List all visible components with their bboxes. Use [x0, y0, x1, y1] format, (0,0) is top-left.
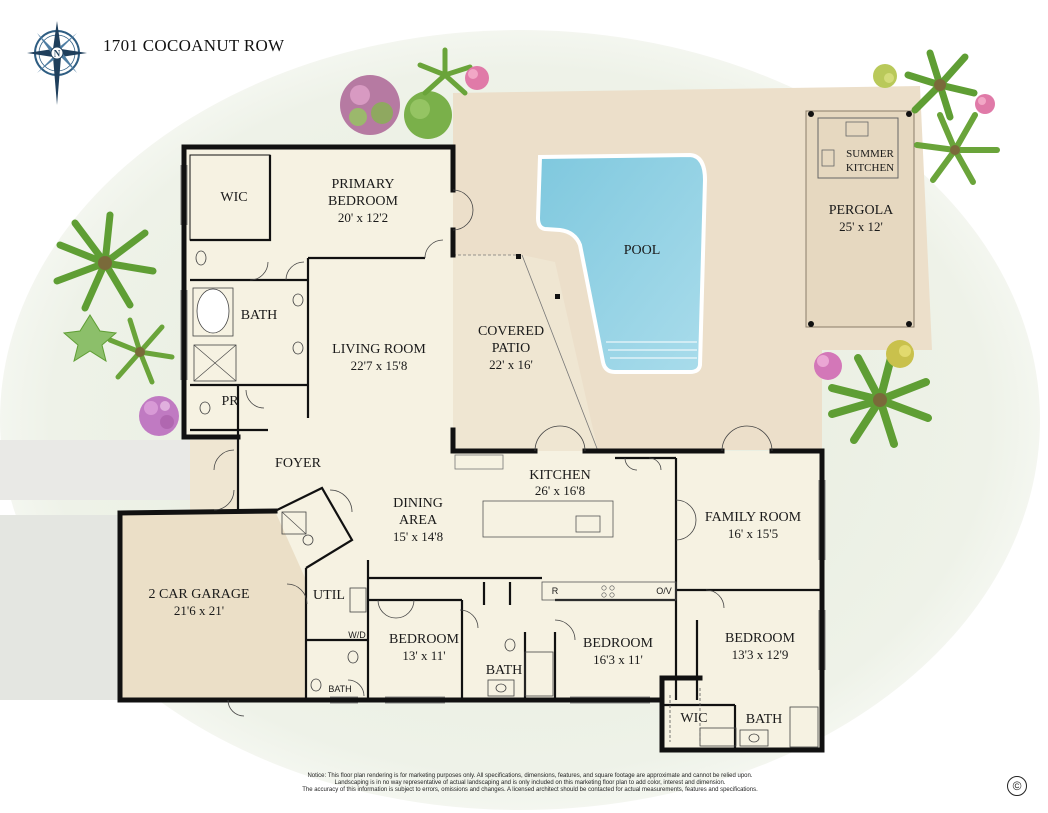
- pergola-name: PERGOLA: [829, 203, 894, 218]
- palm-icon: [53, 211, 157, 312]
- flower-bush-icon: [139, 396, 179, 436]
- grill: [845, 121, 869, 137]
- summer-kitchen-line-2: KITCHEN: [846, 162, 894, 174]
- covered-patio-floor: [453, 255, 598, 451]
- covered-patio-name-1: COVERED: [478, 324, 544, 339]
- foyer-label: FOYER: [275, 456, 322, 471]
- pergola-slab: [805, 110, 915, 328]
- covered-patio-dims: 22' x 16': [489, 357, 533, 372]
- kitchen-island: [482, 500, 614, 538]
- compass-north-label: N: [54, 49, 61, 59]
- primary-bedroom-name-2: BEDROOM: [328, 194, 399, 209]
- bath-3-label: BATH: [746, 712, 783, 727]
- notice-line-1: Notice: This floor plan rendering is for…: [307, 773, 753, 779]
- summer-kitchen-sink: [821, 149, 835, 167]
- util-label: UTIL: [313, 588, 345, 603]
- family-room-dims: 16' x 15'5: [728, 526, 778, 541]
- summer-kitchen-line-1: SUMMER: [846, 148, 894, 160]
- doors: [213, 189, 773, 717]
- dining-area-name-2: AREA: [399, 513, 438, 528]
- flower-bush-icon: [975, 94, 995, 114]
- palm-icon: [914, 112, 1000, 185]
- kitchen-counter: [541, 581, 677, 601]
- dining-area-dims: 15' x 14'8: [393, 529, 443, 544]
- pool: [535, 152, 708, 374]
- disclaimer-notice: Notice: This floor plan rendering is for…: [230, 773, 830, 795]
- shrub-icon: [62, 314, 118, 363]
- landscaping: [53, 47, 1000, 448]
- wic-primary-label: WIC: [220, 190, 247, 205]
- palm-icon: [107, 317, 175, 385]
- bedroom-1-dims: 13' x 11': [402, 648, 445, 663]
- fixtures: [192, 250, 819, 748]
- notice-line-2: Landscaping is in no way representative …: [334, 780, 726, 787]
- compass-rose-icon: N: [27, 21, 87, 105]
- bedroom-3-name: BEDROOM: [725, 631, 796, 646]
- pool-label: POOL: [624, 243, 661, 258]
- notice-line-3: The accuracy of this information is subj…: [302, 787, 758, 794]
- wic-3-label: WIC: [680, 711, 707, 726]
- shrub-icon: [404, 91, 452, 139]
- exterior-walls: [117, 144, 825, 753]
- wd-label: W/D: [348, 630, 366, 640]
- pr-label: PR: [221, 394, 239, 409]
- primary-bedroom-name-1: PRIMARY: [331, 177, 394, 192]
- bedroom-3-dims: 13'3 x 12'9: [732, 647, 789, 662]
- property-title: 1701 COCOANUT ROW: [103, 36, 285, 55]
- garage-floor: [120, 511, 306, 700]
- flower-bush-icon: [873, 64, 897, 88]
- palm-icon: [828, 350, 932, 448]
- covered-patio-name-2: PATIO: [492, 341, 530, 356]
- bedroom-2-dims: 16'3 x 11': [593, 652, 643, 667]
- palm-icon: [417, 47, 473, 96]
- bath-primary-label: BATH: [241, 308, 278, 323]
- summer-kitchen-counter: [817, 117, 899, 179]
- family-room-name: FAMILY ROOM: [705, 510, 802, 525]
- flower-bush-icon: [886, 340, 914, 368]
- living-room-name: LIVING ROOM: [332, 342, 426, 357]
- dining-area-name-1: DINING: [393, 496, 443, 511]
- driveway-lower: [0, 515, 122, 700]
- garage-dims: 21'6 x 21': [174, 603, 224, 618]
- flower-bush-icon: [814, 352, 842, 380]
- entry-walkway: [190, 440, 238, 510]
- living-room-dims: 22'7 x 15'8: [351, 358, 408, 373]
- pergola-dims: 25' x 12': [839, 219, 883, 234]
- driveway: [0, 440, 190, 500]
- kitchen-name: KITCHEN: [529, 468, 590, 483]
- bathtub: [196, 288, 230, 334]
- fridge-label: R: [552, 586, 559, 596]
- kitchen-dims: 26' x 16'8: [535, 483, 585, 498]
- flower-bush-icon: [340, 75, 400, 135]
- garage-name: 2 CAR GARAGE: [148, 587, 249, 602]
- primary-bedroom-dims: 20' x 12'2: [338, 210, 388, 225]
- bath-util-label: BATH: [328, 684, 351, 694]
- oven-label: O/V: [656, 586, 672, 596]
- bedroom-2-name: BEDROOM: [583, 636, 654, 651]
- windows: [180, 165, 826, 704]
- bath-hall-label: BATH: [486, 663, 523, 678]
- palm-icon: [904, 49, 978, 121]
- flower-bush-icon: [465, 66, 489, 90]
- bedroom-1-name: BEDROOM: [389, 632, 460, 647]
- copyright-icon: ©: [1007, 776, 1027, 796]
